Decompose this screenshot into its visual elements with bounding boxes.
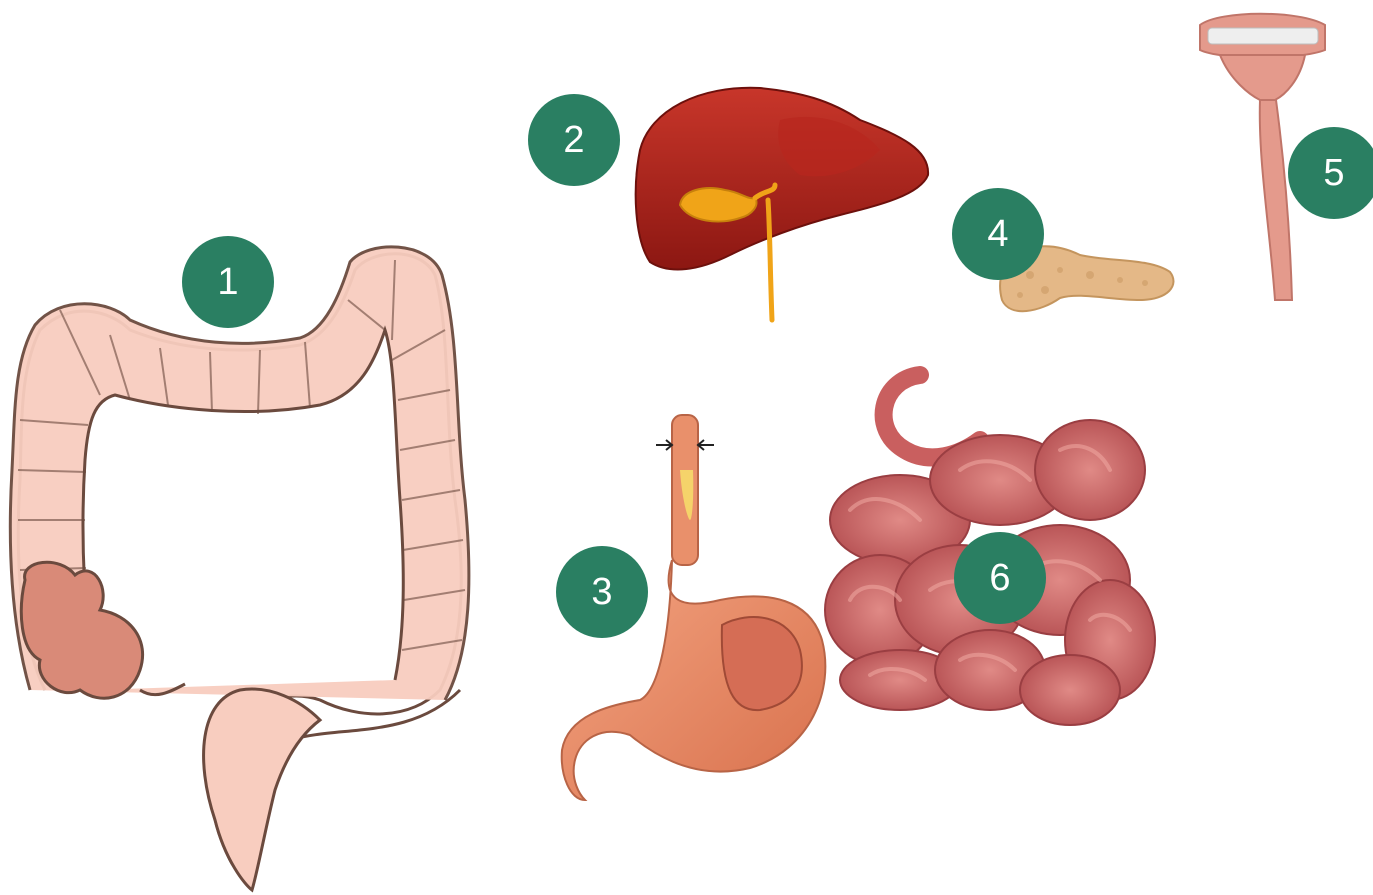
label-badge-4: 4	[952, 188, 1044, 280]
label-badge-6: 6	[954, 532, 1046, 624]
liver-illustration	[636, 88, 928, 320]
label-badge-5: 5	[1288, 127, 1373, 219]
label-badge-1: 1	[182, 236, 274, 328]
label-badge-3: 3	[556, 546, 648, 638]
label-badge-2: 2	[528, 94, 620, 186]
large-intestine-illustration	[10, 247, 469, 890]
